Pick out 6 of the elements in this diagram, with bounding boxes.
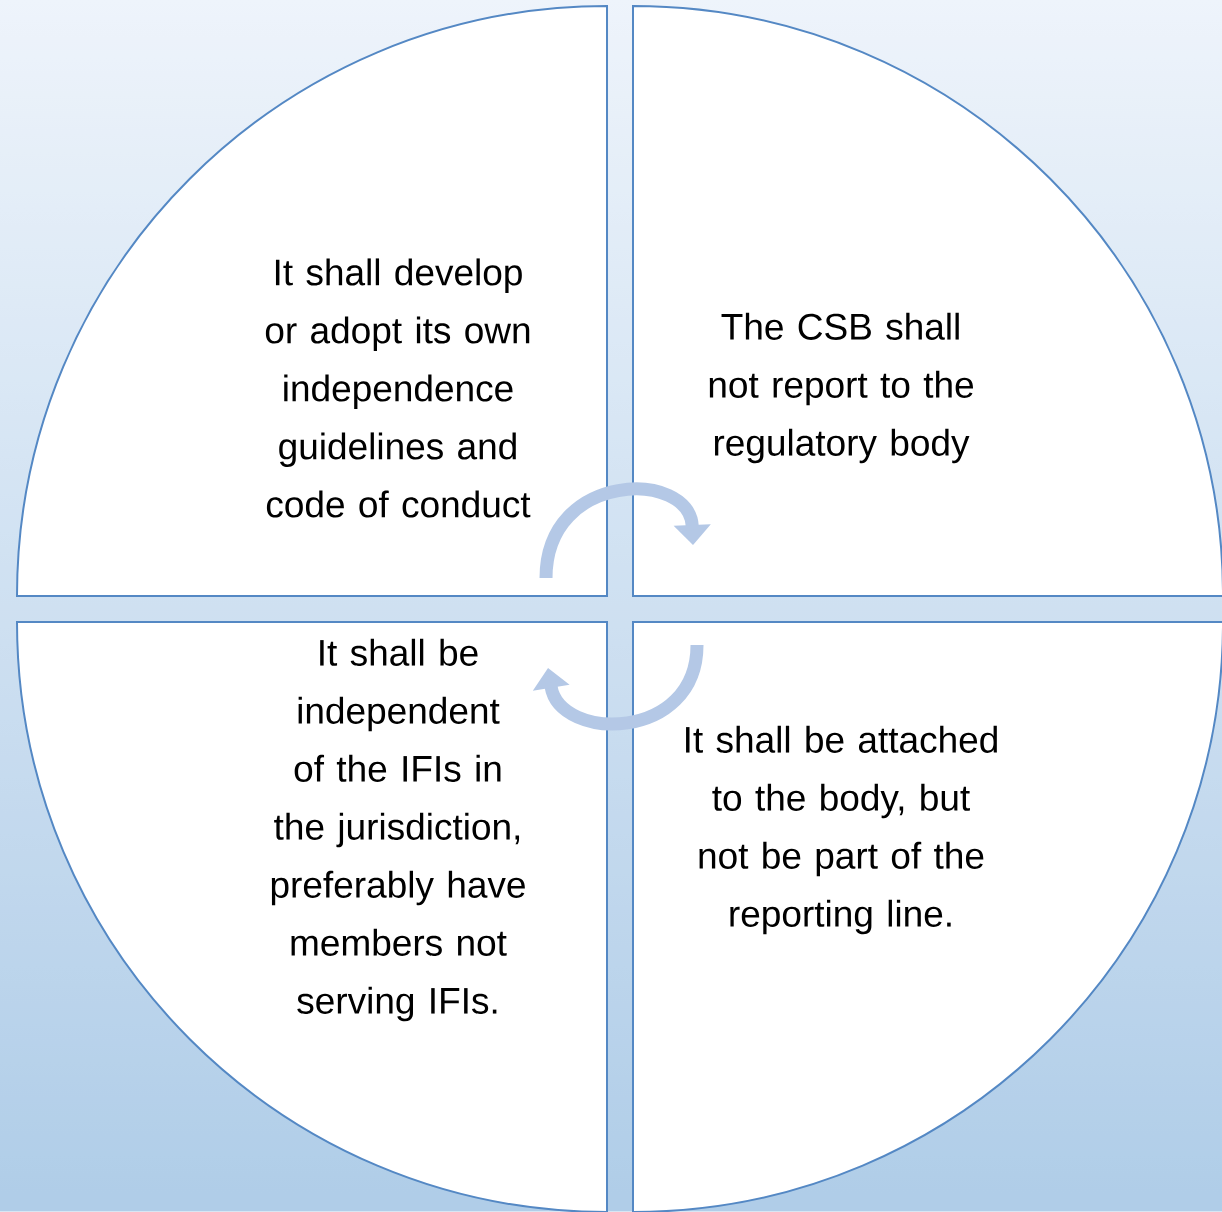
quadrant-box: It shall develop or adopt its own independence guidelines and code of conduct [16,5,608,597]
quadrant-box: The CSB shall not report to the regulatory body [632,5,1222,597]
curved-arrow [539,482,711,579]
quadrant-box: It shall be attached to the body, but not be part of the reporting line. [632,621,1222,1212]
curved-arrow [532,644,704,731]
quadrant-box: It shall be independent of the IFIs in the jurisdiction, preferably have members not serving IFIs. [16,621,608,1212]
